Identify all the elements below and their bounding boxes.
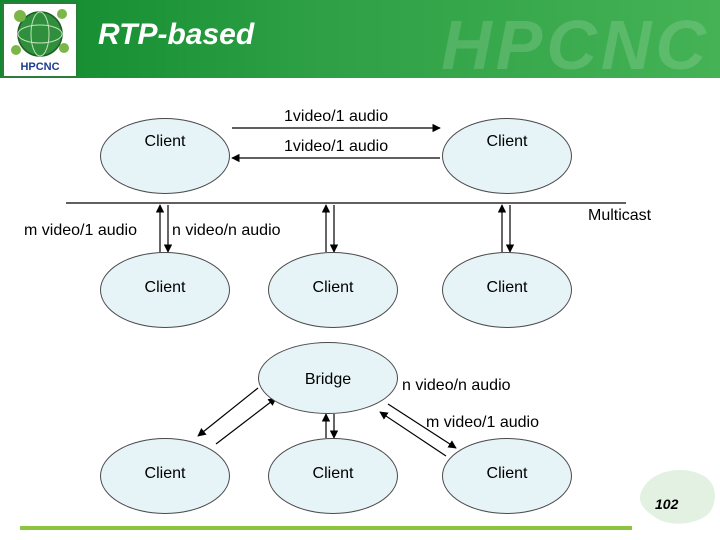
page-number: 102 — [655, 496, 679, 512]
bridge-m-video-label: m video/1 audio — [426, 414, 539, 431]
client-node-bot-center: Client — [268, 438, 398, 514]
client-label: Client — [312, 279, 354, 296]
hpcnc-logo: HPCNC — [2, 2, 78, 78]
client-label: Client — [144, 279, 186, 296]
globe-icon — [11, 9, 69, 57]
client-node-bot-right: Client — [442, 438, 572, 514]
client-label: Client — [486, 279, 528, 296]
map-watermark-icon — [639, 470, 715, 524]
top-arrow-label-upper: 1video/1 audio — [284, 108, 389, 125]
client-node-top-right: Client — [442, 118, 572, 194]
bridge-n-video-label: n video/n audio — [402, 377, 511, 394]
client-label: Client — [312, 465, 354, 482]
page-title: RTP-based — [98, 18, 255, 51]
bridge-arrow-left-a — [197, 387, 259, 437]
header-banner: HPCNC HPCNC RTP-based — [0, 0, 720, 84]
client-label: Client — [486, 465, 528, 482]
client-label: Client — [486, 133, 528, 150]
bridge-arrow-left-b — [215, 397, 277, 445]
top-arrow-label-lower: 1video/1 audio — [284, 138, 389, 155]
client-node-mid-left: Client — [100, 252, 230, 328]
client-node-top-left: Client — [100, 118, 230, 194]
bridge-arrow-right-a — [387, 403, 457, 449]
header-watermark: HPCNC — [441, 6, 710, 84]
client-label: Client — [144, 465, 186, 482]
bridge-node: Bridge — [258, 342, 398, 414]
client-node-mid-center: Client — [268, 252, 398, 328]
multicast-label: Multicast — [588, 207, 652, 224]
bridge-arrow-right-b — [379, 411, 447, 457]
client-node-bot-left: Client — [100, 438, 230, 514]
n-video-label: n video/n audio — [172, 222, 281, 239]
bridge-label: Bridge — [304, 371, 352, 388]
footer-bar — [20, 526, 632, 530]
m-video-label: m video/1 audio — [24, 222, 137, 239]
client-label: Client — [144, 133, 186, 150]
client-node-mid-right: Client — [442, 252, 572, 328]
logo-text: HPCNC — [20, 61, 60, 73]
